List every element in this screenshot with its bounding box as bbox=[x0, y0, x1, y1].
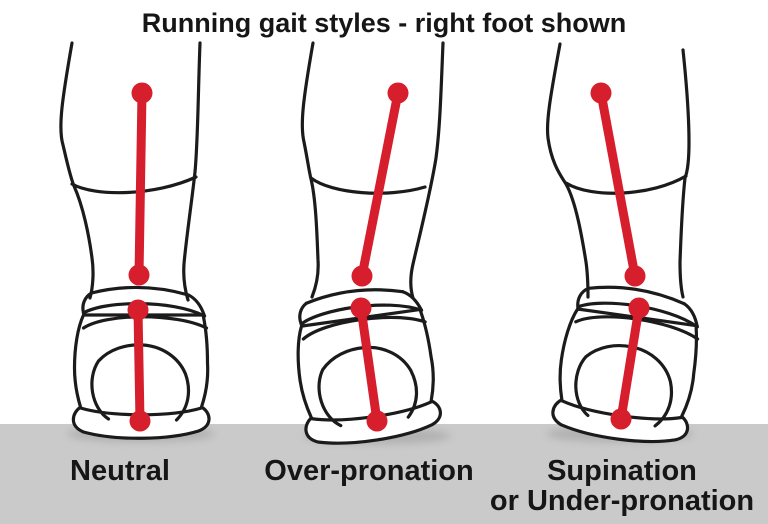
calf-outline-left bbox=[59, 41, 95, 300]
calf-outline-right bbox=[409, 41, 445, 300]
heel-alignment-line bbox=[133, 309, 145, 422]
heel-alignment-line bbox=[616, 307, 644, 420]
alignment-dot-heel-bottom bbox=[610, 408, 632, 430]
alignment-overlay-neutral bbox=[127, 82, 153, 432]
alignment-dot-calf-top bbox=[590, 82, 612, 104]
alignment-dot-heel-bottom bbox=[129, 410, 151, 432]
label-neutral: Neutral bbox=[70, 456, 170, 486]
sock-line bbox=[564, 174, 688, 195]
label-supination: Supination or Under-pronation bbox=[490, 456, 754, 516]
sock-line bbox=[309, 176, 427, 195]
alignment-dot-calf-top bbox=[387, 82, 409, 104]
alignment-overlay-supination bbox=[590, 82, 650, 430]
alignment-dot-calf-top bbox=[131, 82, 153, 104]
label-line: Neutral bbox=[70, 455, 170, 487]
figure-supination bbox=[545, 42, 708, 451]
alignment-dot-heel-top bbox=[628, 297, 650, 319]
calf-outline-right bbox=[678, 48, 691, 299]
heel-alignment-line bbox=[356, 307, 382, 422]
calf-outline-left bbox=[545, 42, 590, 299]
leg-alignment-line bbox=[357, 92, 403, 277]
alignment-overlay-over-pronation bbox=[350, 82, 409, 432]
label-line: or Under-pronation bbox=[489, 485, 755, 517]
calf-outline-right bbox=[182, 41, 202, 302]
label-line: Supination bbox=[547, 455, 697, 487]
leg-alignment-line bbox=[596, 92, 640, 277]
alignment-dot-heel-top bbox=[350, 297, 372, 319]
label-over-pronation: Over-pronation bbox=[264, 456, 473, 486]
leg-alignment-line bbox=[134, 92, 147, 276]
sock-line bbox=[70, 175, 198, 195]
alignment-dot-heel-top bbox=[127, 299, 149, 321]
label-line: Over-pronation bbox=[264, 455, 474, 487]
alignment-dot-heel-bottom bbox=[366, 410, 388, 432]
alignment-dot-ankle bbox=[351, 265, 373, 287]
diagram-title: Running gait styles - right foot shown bbox=[141, 8, 627, 38]
figure-neutral bbox=[59, 41, 211, 440]
alignment-dot-ankle bbox=[128, 264, 150, 286]
figure-over-pronation bbox=[286, 41, 445, 452]
calf-outline-left bbox=[300, 41, 320, 299]
alignment-dot-ankle bbox=[624, 265, 646, 287]
